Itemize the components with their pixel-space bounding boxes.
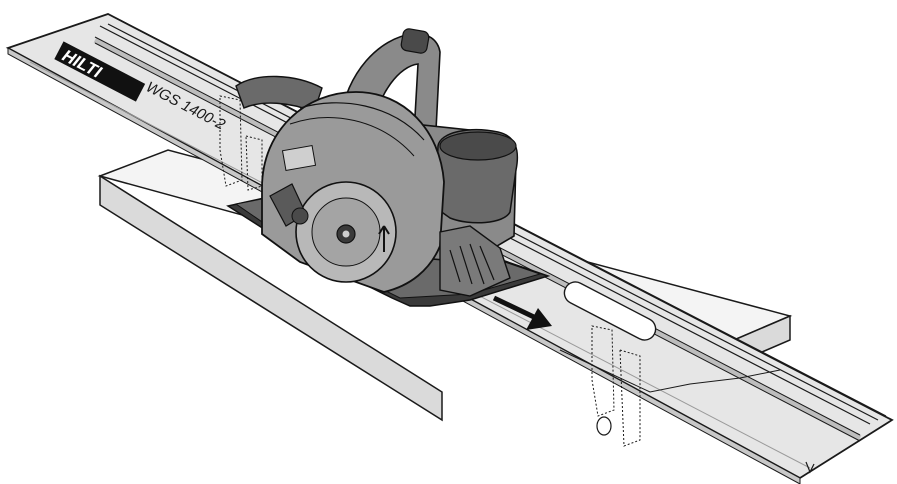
guard-rib <box>299 102 425 141</box>
bevel-lock-knob <box>291 207 309 225</box>
cut-direction-arrow-icon <box>492 295 552 330</box>
direction-arrow-head <box>526 308 552 330</box>
brand-logo-plate <box>54 41 146 102</box>
rail-end-notch <box>805 461 815 474</box>
hidden-clamp-outlines <box>219 95 641 447</box>
guard-label-window <box>281 144 317 172</box>
handle-grip-cap <box>400 28 430 54</box>
hidden-clamp-right <box>591 325 615 417</box>
hidden-clamp-right-b <box>619 349 641 447</box>
clamp-knob <box>596 416 612 436</box>
hidden-clamp-left <box>219 95 243 187</box>
guard-rib <box>289 117 415 157</box>
rail-slot <box>563 281 657 341</box>
circular-saw <box>226 28 551 307</box>
battery-top <box>439 131 517 161</box>
saw-lower-guard <box>439 225 511 297</box>
cut-line <box>559 349 781 393</box>
lower-guard-slots <box>449 243 495 285</box>
blade-rotation-arrow-icon <box>378 225 390 252</box>
direction-arrow-shaft <box>492 295 538 321</box>
board-front-edge <box>99 174 443 422</box>
blade-arbor-bolt <box>342 230 350 238</box>
